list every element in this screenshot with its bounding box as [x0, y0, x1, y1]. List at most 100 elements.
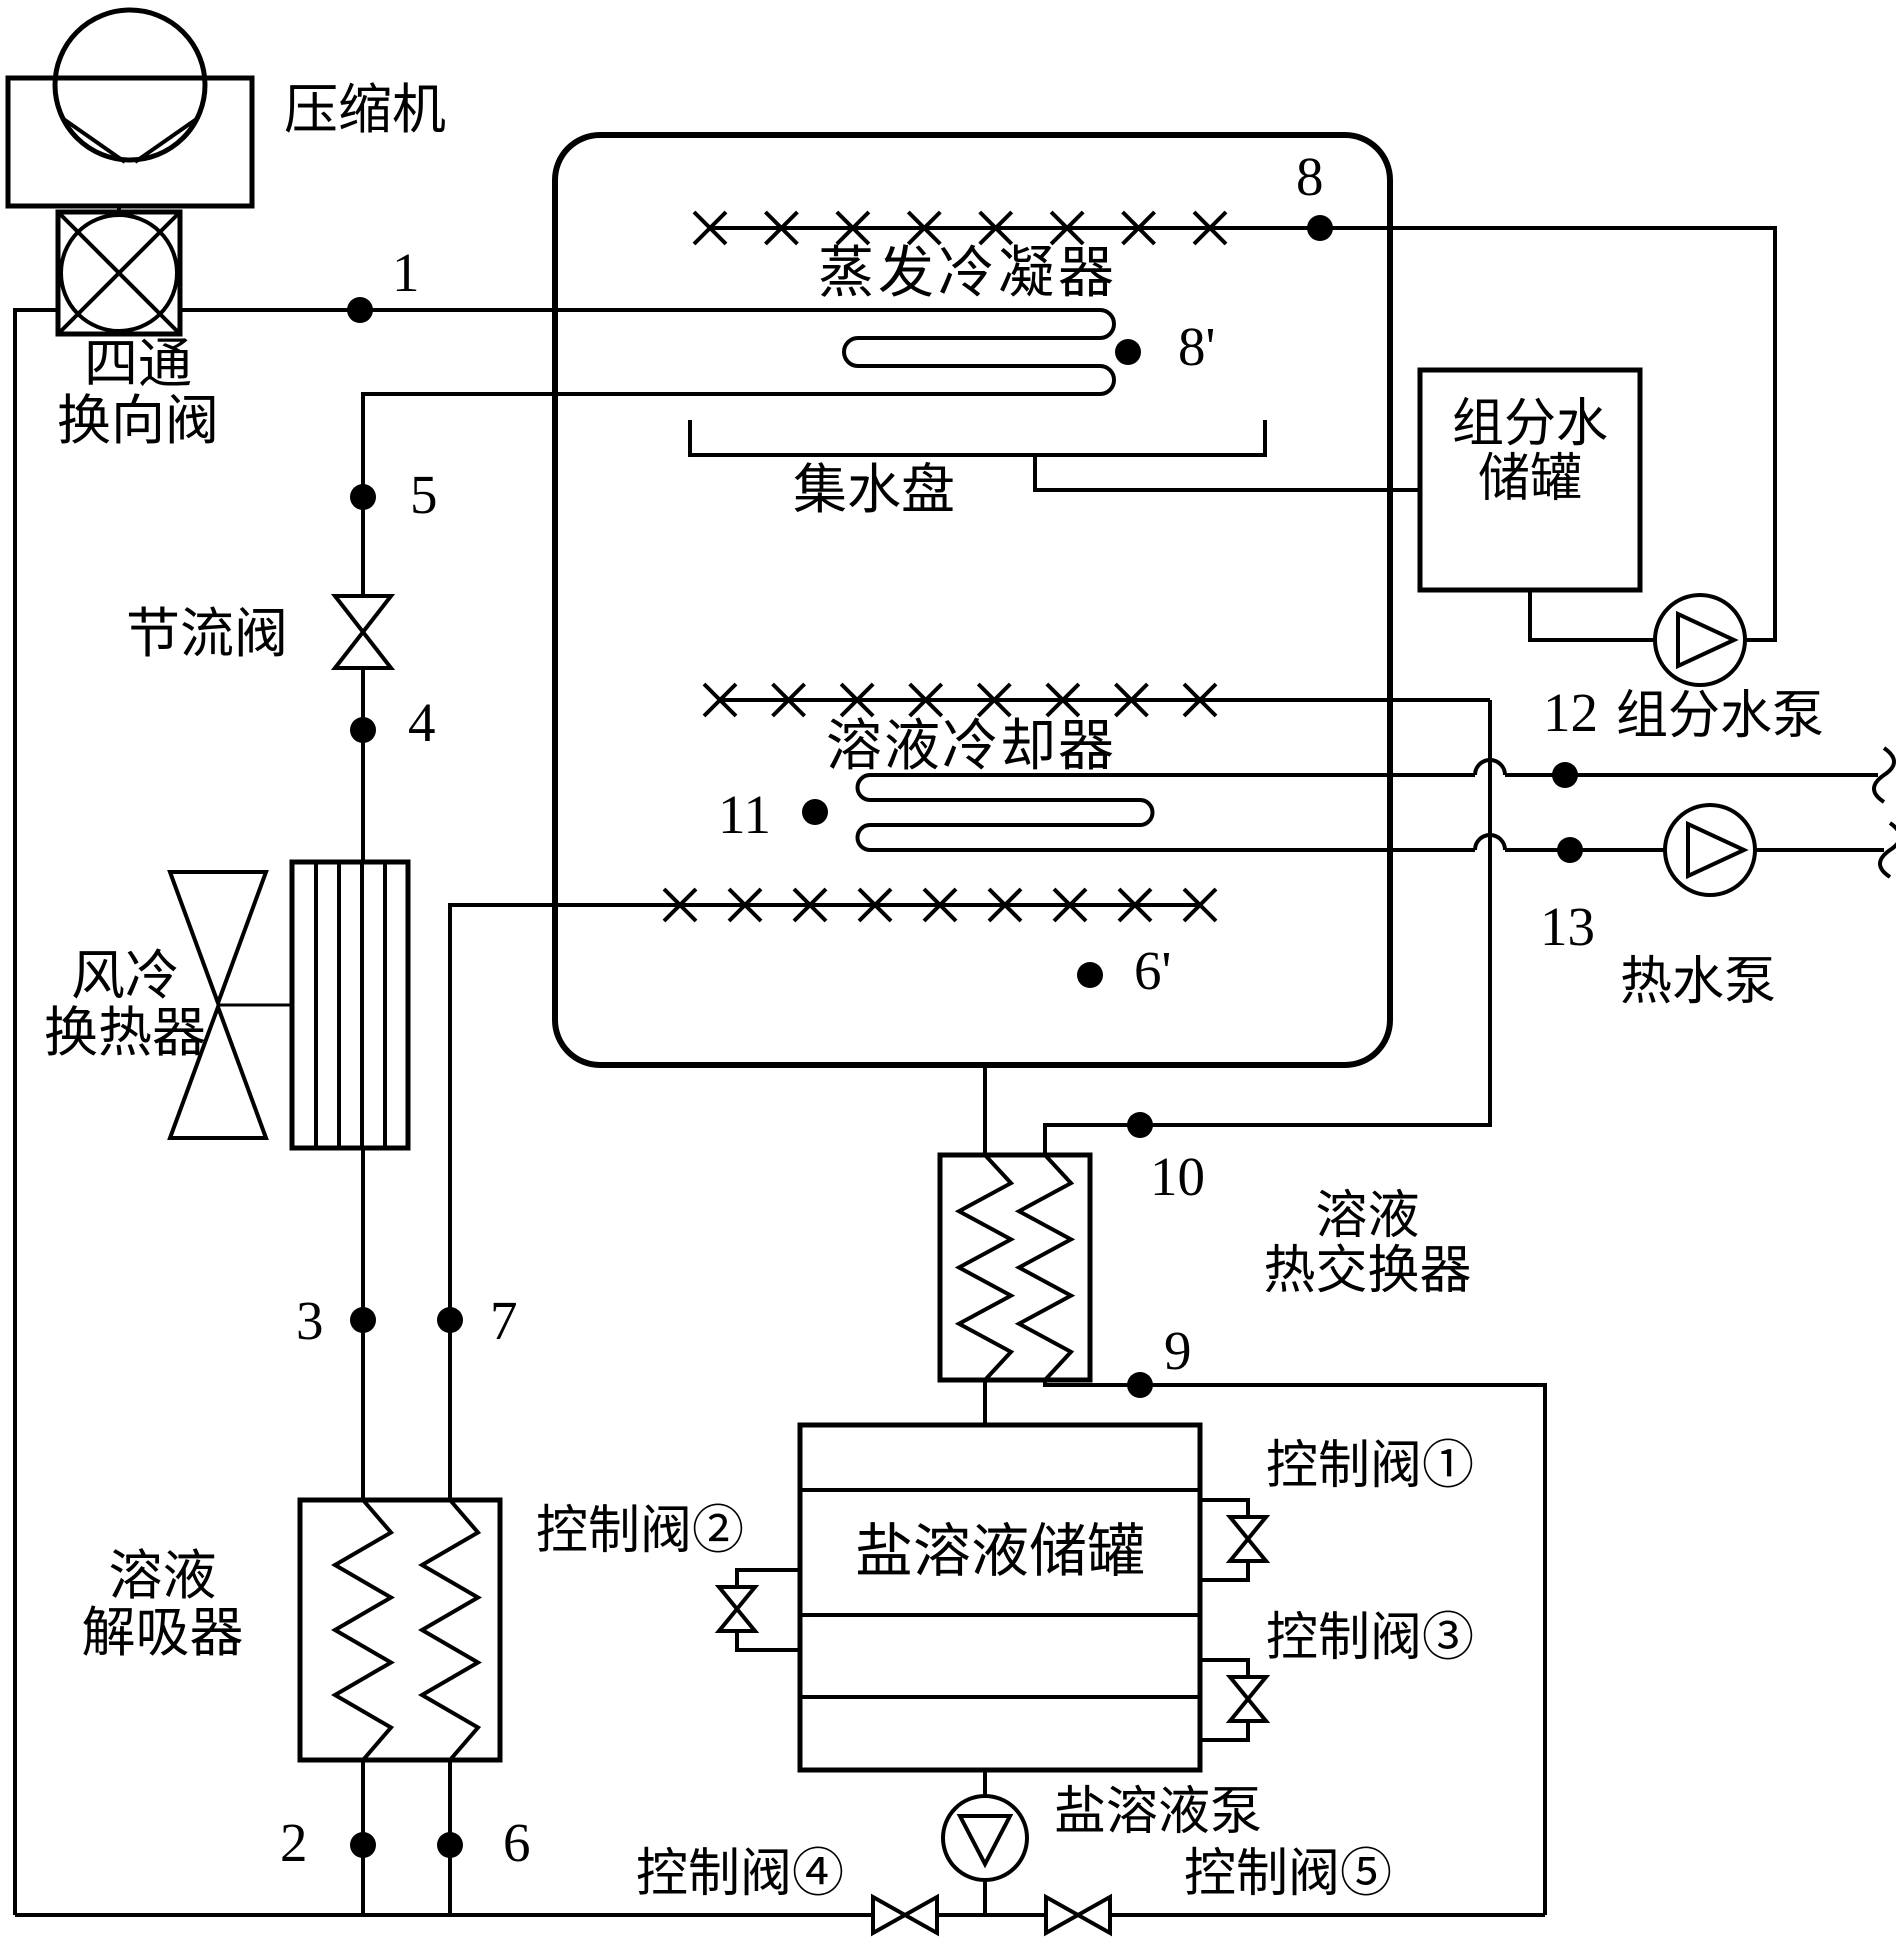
point-3-dot: [350, 1307, 376, 1333]
salt-pump-circle: [941, 1794, 1029, 1882]
desorber-box: [297, 1497, 503, 1763]
solution-hx-label-line1: 溶液: [1315, 1188, 1420, 1245]
valve2-piping: [735, 1568, 800, 1652]
evaporative-condenser-label: 蒸发冷凝器: [818, 243, 1118, 305]
point-5-dot: [350, 484, 376, 510]
control-valve-3-symbol: [1200, 1658, 1271, 1742]
point-6-label: 6: [503, 1812, 531, 1873]
point-9-label: 9: [1164, 1320, 1192, 1381]
solution-hx-box: [937, 1152, 1093, 1383]
spray-nozzles-evap: [692, 210, 1228, 246]
compressor-vanes: [60, 116, 200, 164]
four-way-valve-box: [55, 209, 183, 337]
spray-nozzles-cooler-path: [702, 682, 1218, 718]
compressor-label: 压缩机: [284, 80, 446, 140]
desorber-coil-left: [331, 1498, 395, 1762]
chamber-outline: [552, 132, 1393, 1068]
fan-icon: [167, 870, 292, 1140]
control-valve-3-label: 控制阀③: [1266, 1610, 1475, 1667]
hot-water-pump-label: 热水泵: [1620, 954, 1777, 1011]
air-cooled-hx-label: 风冷 换热器: [0, 948, 250, 1061]
component-tank-label-line1: 组分水: [1451, 396, 1608, 453]
air-hx-box: [289, 859, 411, 1151]
point-3-label: 3: [296, 1290, 324, 1351]
point-5-label: 5: [410, 464, 438, 525]
hx-stream-lower-line: [1043, 1380, 1547, 1915]
component-tank-label-line2: 储罐: [1477, 450, 1582, 508]
point-10-label: 10: [1150, 1146, 1205, 1207]
point-2-label: 2: [280, 1812, 308, 1873]
desorber-label-line1: 溶液: [108, 1546, 217, 1606]
salt-tank-symbol: [797, 1422, 1203, 1773]
valve2-top: [714, 1585, 760, 1613]
hot-water-pump-triangle: [1686, 820, 1749, 880]
valve2-bottom: [714, 1605, 760, 1633]
pipe-break-12: [1872, 746, 1896, 804]
four-way-valve-label-line1: 四通: [84, 334, 192, 394]
tank-to-pump-line: [1528, 590, 1655, 642]
air-hx-label-line2: 换热器: [44, 1002, 206, 1063]
component-pump-triangle: [1676, 610, 1739, 670]
suction-return-line: [13, 308, 58, 1915]
salt-tank-label: 盐溶液储罐: [854, 1519, 1145, 1584]
valve4-right: [900, 1893, 939, 1937]
component-pump-circle: [1653, 593, 1747, 687]
four-way-valve-symbol: [55, 209, 183, 337]
compressor-base-box: [5, 75, 255, 209]
point-11-dot: [802, 799, 828, 825]
control-valve-5-symbol: [1044, 1893, 1112, 1937]
salt-pump-label: 盐溶液泵: [1054, 1784, 1263, 1841]
hot-water-pump-symbol: [1663, 803, 1757, 897]
salt-pump-symbol: [941, 1794, 1029, 1882]
valve4-left: [871, 1893, 910, 1937]
valve3-top: [1225, 1675, 1271, 1703]
pipe-break-13: [1878, 821, 1896, 879]
valve5-left: [1044, 1893, 1083, 1937]
desorber-label-line2: 解吸器: [81, 1602, 244, 1663]
salt-tank-layers: [800, 1488, 1200, 1699]
point-4-dot: [350, 717, 376, 743]
point-13-dot: [1557, 837, 1583, 863]
point-12-dot: [1552, 762, 1578, 788]
solution-hx-label: 溶液 热交换器: [1235, 1188, 1500, 1299]
valve5-right: [1073, 1893, 1112, 1937]
compressor-symbol: [5, 7, 255, 212]
spray-nozzles-bottom-path: [662, 887, 1218, 923]
valve1-bottom: [1225, 1535, 1271, 1563]
desorber-coil-right-path: [418, 1498, 482, 1762]
point-9-dot: [1127, 1372, 1153, 1398]
hx-stream-upper-line: [1043, 700, 1492, 1155]
compressor-circle: [52, 7, 208, 163]
spray-nozzles-bottom: [662, 887, 1218, 923]
valve1-piping: [1200, 1498, 1250, 1582]
component-tank-label: 组分水 储罐: [1420, 396, 1640, 508]
water-pan-shape: [688, 420, 1267, 457]
solution-hx-symbol: [937, 1152, 1093, 1383]
four-way-valve-circle: [59, 213, 179, 333]
solution-hx-coil-right-path: [1014, 1153, 1076, 1382]
solution-hx-coil-left: [954, 1153, 1016, 1382]
solution-hx-coil-right: [1014, 1153, 1076, 1382]
throttle-valve-label: 节流阀: [126, 604, 288, 664]
four-way-valve-label: 四通 换向阀: [8, 336, 268, 449]
air-cooled-hx-symbol: [289, 859, 411, 1151]
pan-drain-line: [1033, 455, 1420, 492]
throttle-valve-bottom: [330, 628, 396, 670]
fan-blade-top: [167, 870, 269, 1009]
point-13-label: 13: [1540, 896, 1595, 957]
point-7-label: 7: [490, 1290, 518, 1351]
point-1-dot: [347, 297, 373, 323]
control-valve-5-label: 控制阀⑤: [1184, 1846, 1393, 1903]
fan-blade-bottom: [167, 1001, 269, 1140]
point-10-dot: [1127, 1112, 1153, 1138]
control-valve-2-symbol: [714, 1568, 800, 1652]
spray-nozzles-cooler: [702, 682, 1218, 718]
point-8-label: 8: [1296, 146, 1324, 207]
point-8p-dot: [1115, 339, 1141, 365]
valve1-top: [1225, 1515, 1271, 1543]
control-valve-2-label: 控制阀②: [536, 1503, 745, 1560]
valve3-piping: [1200, 1658, 1250, 1742]
control-valve-1-label: 控制阀①: [1266, 1438, 1475, 1495]
